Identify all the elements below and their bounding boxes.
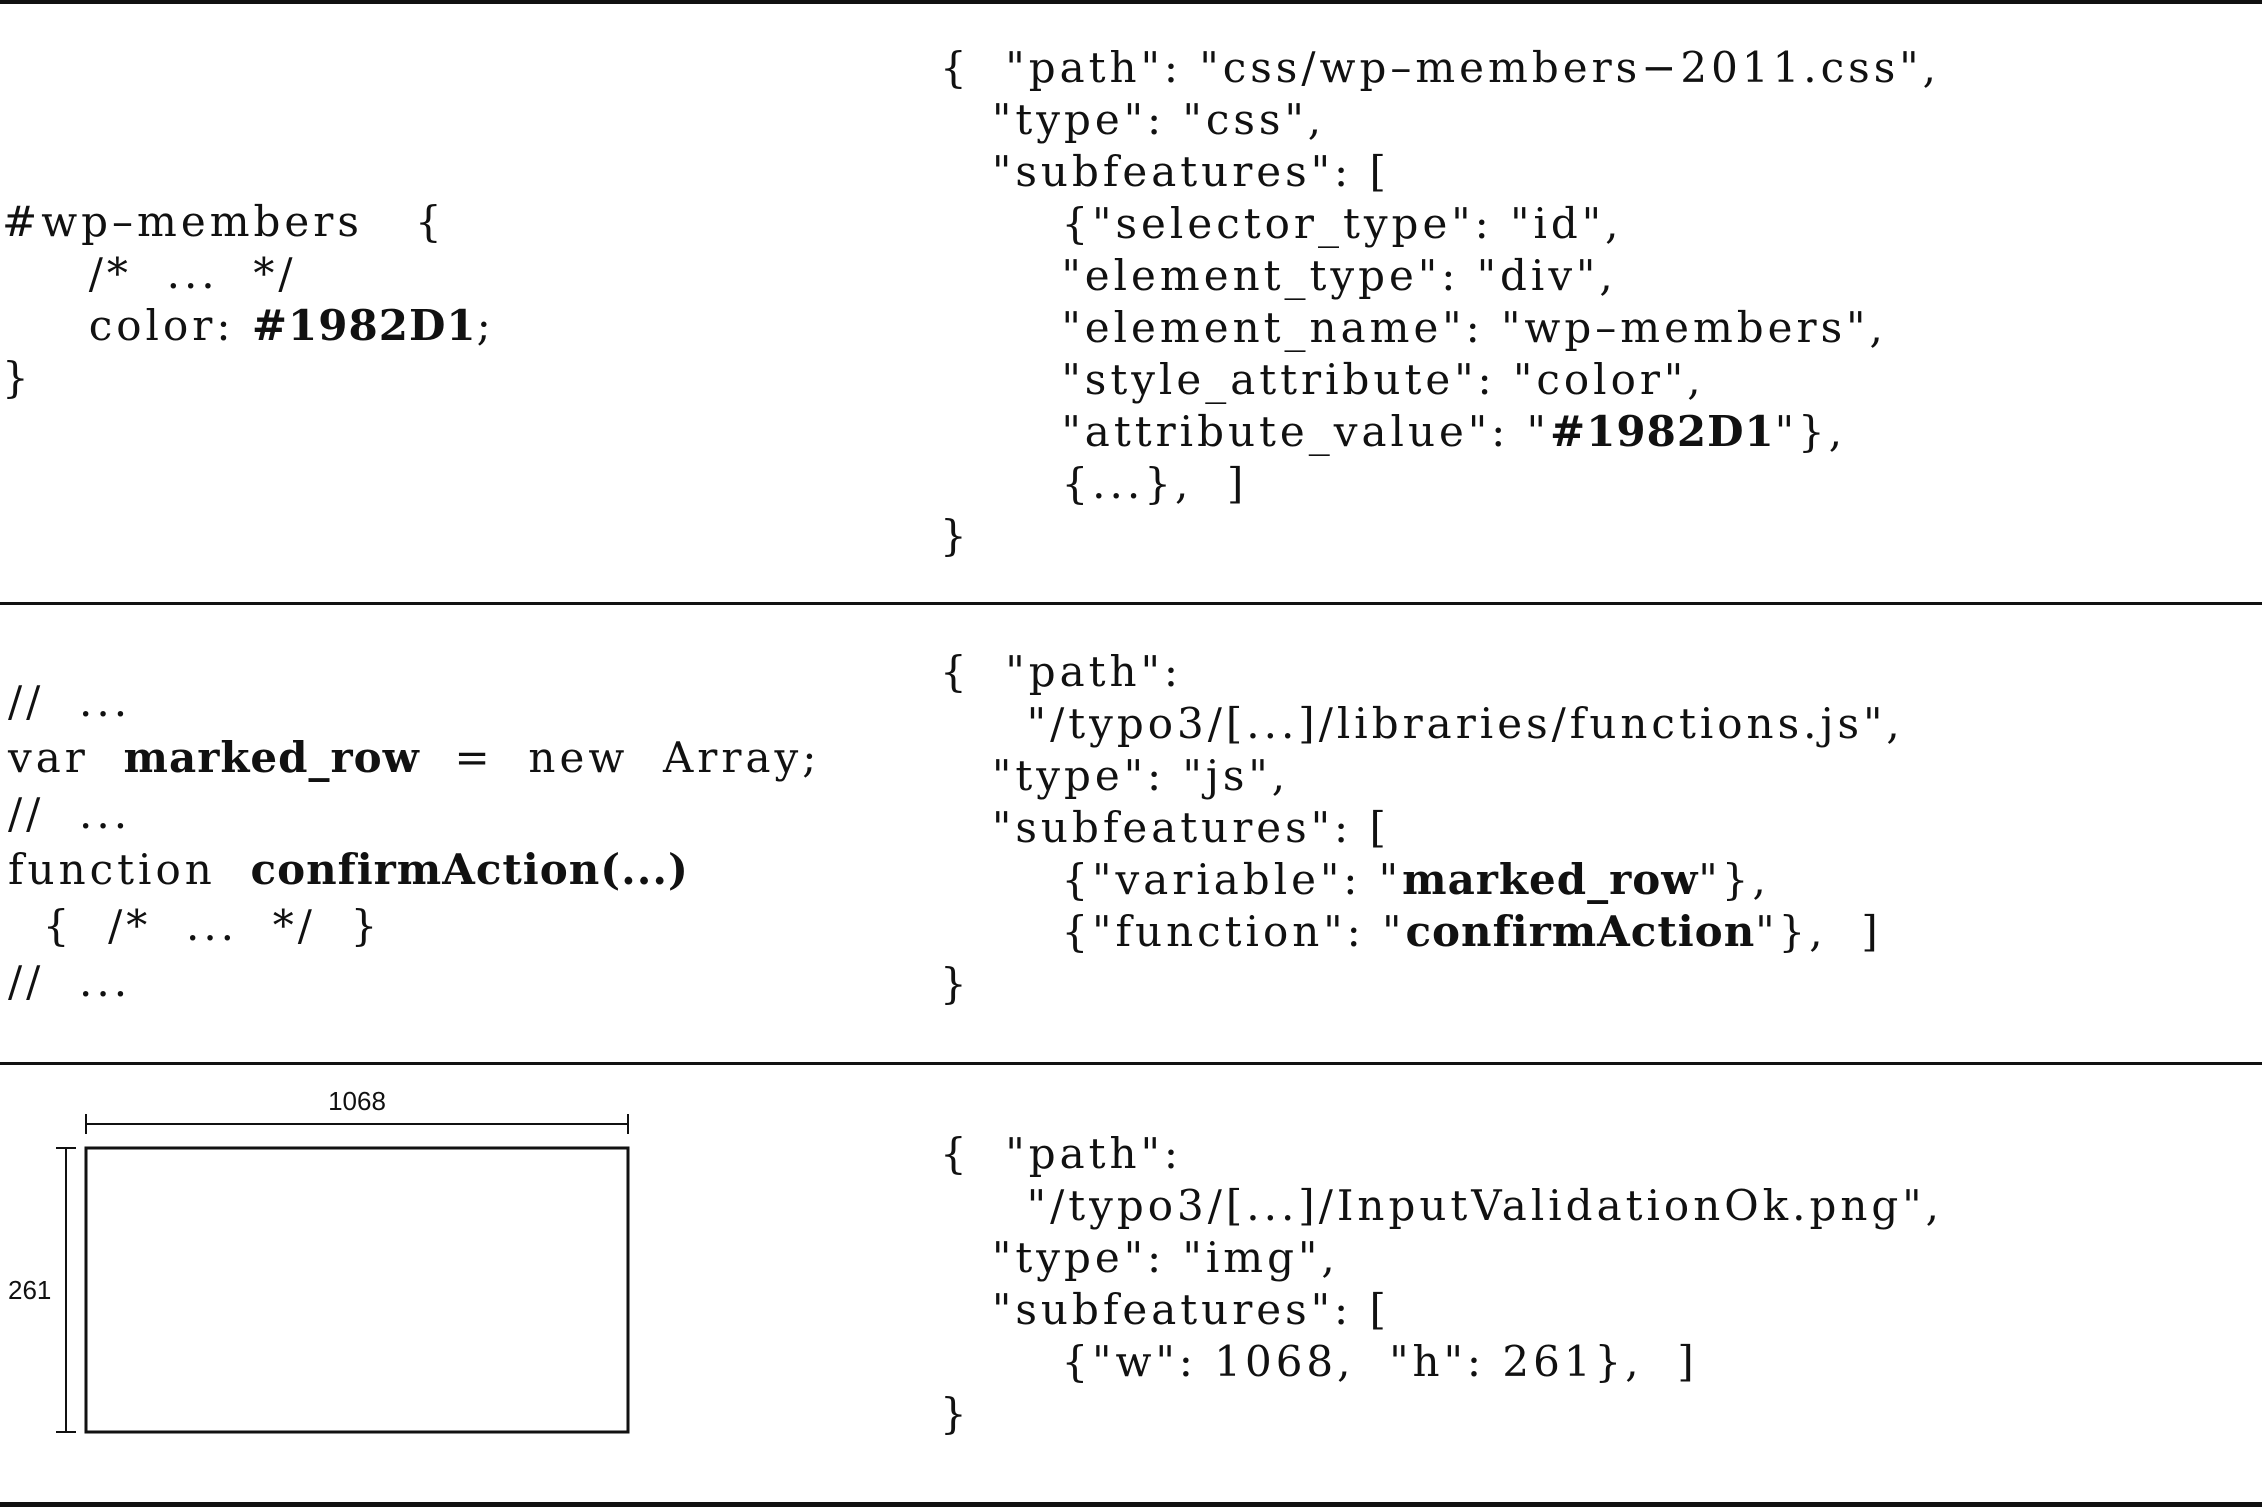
- code-text: "},: [1774, 407, 1847, 456]
- code-line: }: [940, 1388, 1943, 1440]
- code-text: {"w": 1068, "h": 261}, ]: [940, 1337, 1698, 1386]
- code-line: "element_name": "wp–members",: [940, 302, 1940, 354]
- code-text: "type": "img",: [940, 1233, 1339, 1282]
- code-line: "type": "css",: [940, 94, 1940, 146]
- code-line: }: [940, 958, 1904, 1010]
- code-text: function: [8, 845, 251, 894]
- code-text: }: [2, 353, 33, 402]
- top-rule: [0, 0, 2262, 4]
- width-label: 1068: [328, 1086, 386, 1116]
- code-text: "subfeatures": [: [940, 147, 1390, 196]
- code-line: color: #1982D1;: [2, 300, 495, 352]
- code-line: {...}, ]: [940, 458, 1940, 510]
- code-line: "/typo3/[...]/libraries/functions.js",: [940, 698, 1904, 750]
- code-text: "element_type": "div",: [940, 251, 1617, 300]
- code-line: "/typo3/[...]/InputValidationOk.png",: [940, 1180, 1943, 1232]
- height-label: 261: [8, 1275, 51, 1305]
- row-separator-2: [0, 1062, 2262, 1065]
- code-text: ;: [476, 301, 495, 350]
- code-text: {"selector_type": "id",: [940, 199, 1623, 248]
- code-text: "},: [1698, 855, 1770, 904]
- code-text: }: [940, 511, 971, 560]
- code-text: }: [940, 959, 971, 1008]
- code-text: "/typo3/[...]/InputValidationOk.png",: [940, 1181, 1943, 1230]
- code-line: {"selector_type": "id",: [940, 198, 1940, 250]
- js-feature-json: { "path": "/typo3/[...]/libraries/functi…: [940, 646, 1904, 1010]
- code-line: #wp–members {: [2, 196, 495, 248]
- code-line: "subfeatures": [: [940, 1284, 1943, 1336]
- code-text: "type": "css",: [940, 95, 1326, 144]
- css-source-code: #wp–members { /* ... */ color: #1982D1;}: [2, 196, 495, 404]
- code-text: color:: [2, 301, 252, 350]
- code-text: "subfeatures": [: [940, 1285, 1390, 1334]
- code-text: { "path":: [940, 1129, 1183, 1178]
- js-source-code: // ...var marked_row = new Array;// ...f…: [8, 674, 820, 1010]
- code-text: "style_attribute": "color",: [940, 355, 1705, 404]
- code-text: = new Array;: [419, 733, 821, 782]
- code-text: "/typo3/[...]/libraries/functions.js",: [940, 699, 1904, 748]
- code-text: "element_name": "wp–members",: [940, 303, 1887, 352]
- image-placeholder-box: [84, 1146, 630, 1434]
- code-line: // ...: [8, 786, 820, 842]
- code-line: /* ... */: [2, 248, 495, 300]
- code-line: {"function": "confirmAction"}, ]: [940, 906, 1904, 958]
- code-text: { "path":: [940, 647, 1183, 696]
- code-line: { /* ... */ }: [8, 898, 820, 954]
- code-text: // ...: [8, 789, 132, 838]
- code-line: {"variable": "marked_row"},: [940, 854, 1904, 906]
- highlighted-token: #1982D1: [1550, 407, 1775, 456]
- code-text: #wp–members {: [2, 197, 446, 246]
- code-line: "style_attribute": "color",: [940, 354, 1940, 406]
- code-text: // ...: [8, 677, 132, 726]
- code-text: "subfeatures": [: [940, 803, 1390, 852]
- code-line: var marked_row = new Array;: [8, 730, 820, 786]
- code-line: "attribute_value": "#1982D1"},: [940, 406, 1940, 458]
- code-text: "}, ]: [1755, 907, 1882, 956]
- code-line: { "path":: [940, 646, 1904, 698]
- code-text: { /* ... */ }: [8, 901, 382, 950]
- code-text: {"function": ": [940, 907, 1406, 956]
- highlighted-token: marked_row: [123, 733, 420, 782]
- bottom-rule: [0, 1502, 2262, 1507]
- code-line: "type": "img",: [940, 1232, 1943, 1284]
- code-line: { "path": "css/wp–members−2011.css",: [940, 42, 1940, 94]
- highlighted-token: #1982D1: [251, 301, 477, 350]
- code-text: // ...: [8, 957, 132, 1006]
- code-text: { "path": "css/wp–members−2011.css",: [940, 43, 1940, 92]
- image-dimension-figure: 1068 261: [8, 1086, 630, 1434]
- code-line: { "path":: [940, 1128, 1943, 1180]
- code-text: "type": "js",: [940, 751, 1290, 800]
- highlighted-token: confirmAction(...): [250, 845, 689, 894]
- code-line: "subfeatures": [: [940, 802, 1904, 854]
- code-text: "attribute_value": ": [940, 407, 1550, 456]
- code-line: {"w": 1068, "h": 261}, ]: [940, 1336, 1943, 1388]
- highlighted-token: confirmAction: [1405, 907, 1756, 956]
- code-text: }: [940, 1389, 971, 1438]
- code-line: // ...: [8, 674, 820, 730]
- code-text: /* ... */: [2, 249, 297, 298]
- row-separator-1: [0, 602, 2262, 605]
- code-line: "subfeatures": [: [940, 146, 1940, 198]
- code-line: "element_type": "div",: [940, 250, 1940, 302]
- code-text: {...}, ]: [940, 459, 1248, 508]
- code-line: "type": "js",: [940, 750, 1904, 802]
- code-text: var: [8, 733, 124, 782]
- highlighted-token: marked_row: [1402, 855, 1699, 904]
- img-feature-json: { "path": "/typo3/[...]/InputValidationO…: [940, 1128, 1943, 1440]
- code-line: function confirmAction(...): [8, 842, 820, 898]
- code-line: }: [940, 510, 1940, 562]
- code-line: // ...: [8, 954, 820, 1010]
- css-feature-json: { "path": "css/wp–members−2011.css", "ty…: [940, 42, 1940, 562]
- code-text: {"variable": ": [940, 855, 1403, 904]
- code-line: }: [2, 352, 495, 404]
